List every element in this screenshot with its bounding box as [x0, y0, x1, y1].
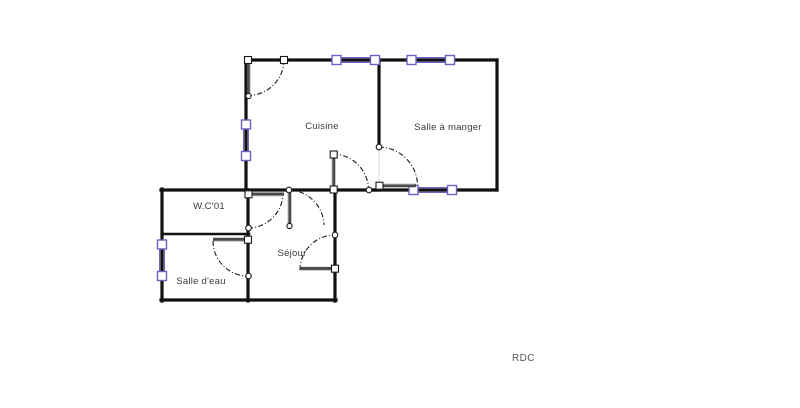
door-cuisine-top — [243, 55, 289, 100]
window-bathroom-left — [156, 239, 168, 282]
window-kitchen-left — [240, 119, 252, 162]
window-kitchen-top — [331, 54, 381, 66]
room-label-sejour: Séjour — [278, 248, 307, 259]
room-label-salle-d-eau: Salle d'eau — [176, 276, 225, 287]
walls-layer — [159, 57, 499, 303]
room-label-salle-a-manger: Salle à manger — [414, 122, 481, 133]
door-sejour-right — [299, 231, 340, 273]
windows-layer — [156, 54, 458, 282]
window-dining-top — [406, 54, 456, 66]
guide-lines-layer — [161, 59, 380, 276]
window-dining-bottom — [408, 184, 458, 196]
door-dining-left — [375, 143, 419, 190]
door-salle-d-eau — [212, 235, 253, 280]
plan-caption: RDC — [512, 353, 535, 364]
door-wc — [244, 190, 284, 232]
door-hall — [285, 186, 325, 230]
room-label-wc-01: W.C'01 — [193, 201, 225, 212]
door-cuisine-sejour — [329, 150, 373, 194]
room-label-cuisine: Cuisine — [305, 121, 338, 132]
room-labels-layer: Cuisine Salle à manger W.C'01 Séjour Sal… — [176, 121, 481, 287]
doors-layer — [212, 55, 419, 280]
